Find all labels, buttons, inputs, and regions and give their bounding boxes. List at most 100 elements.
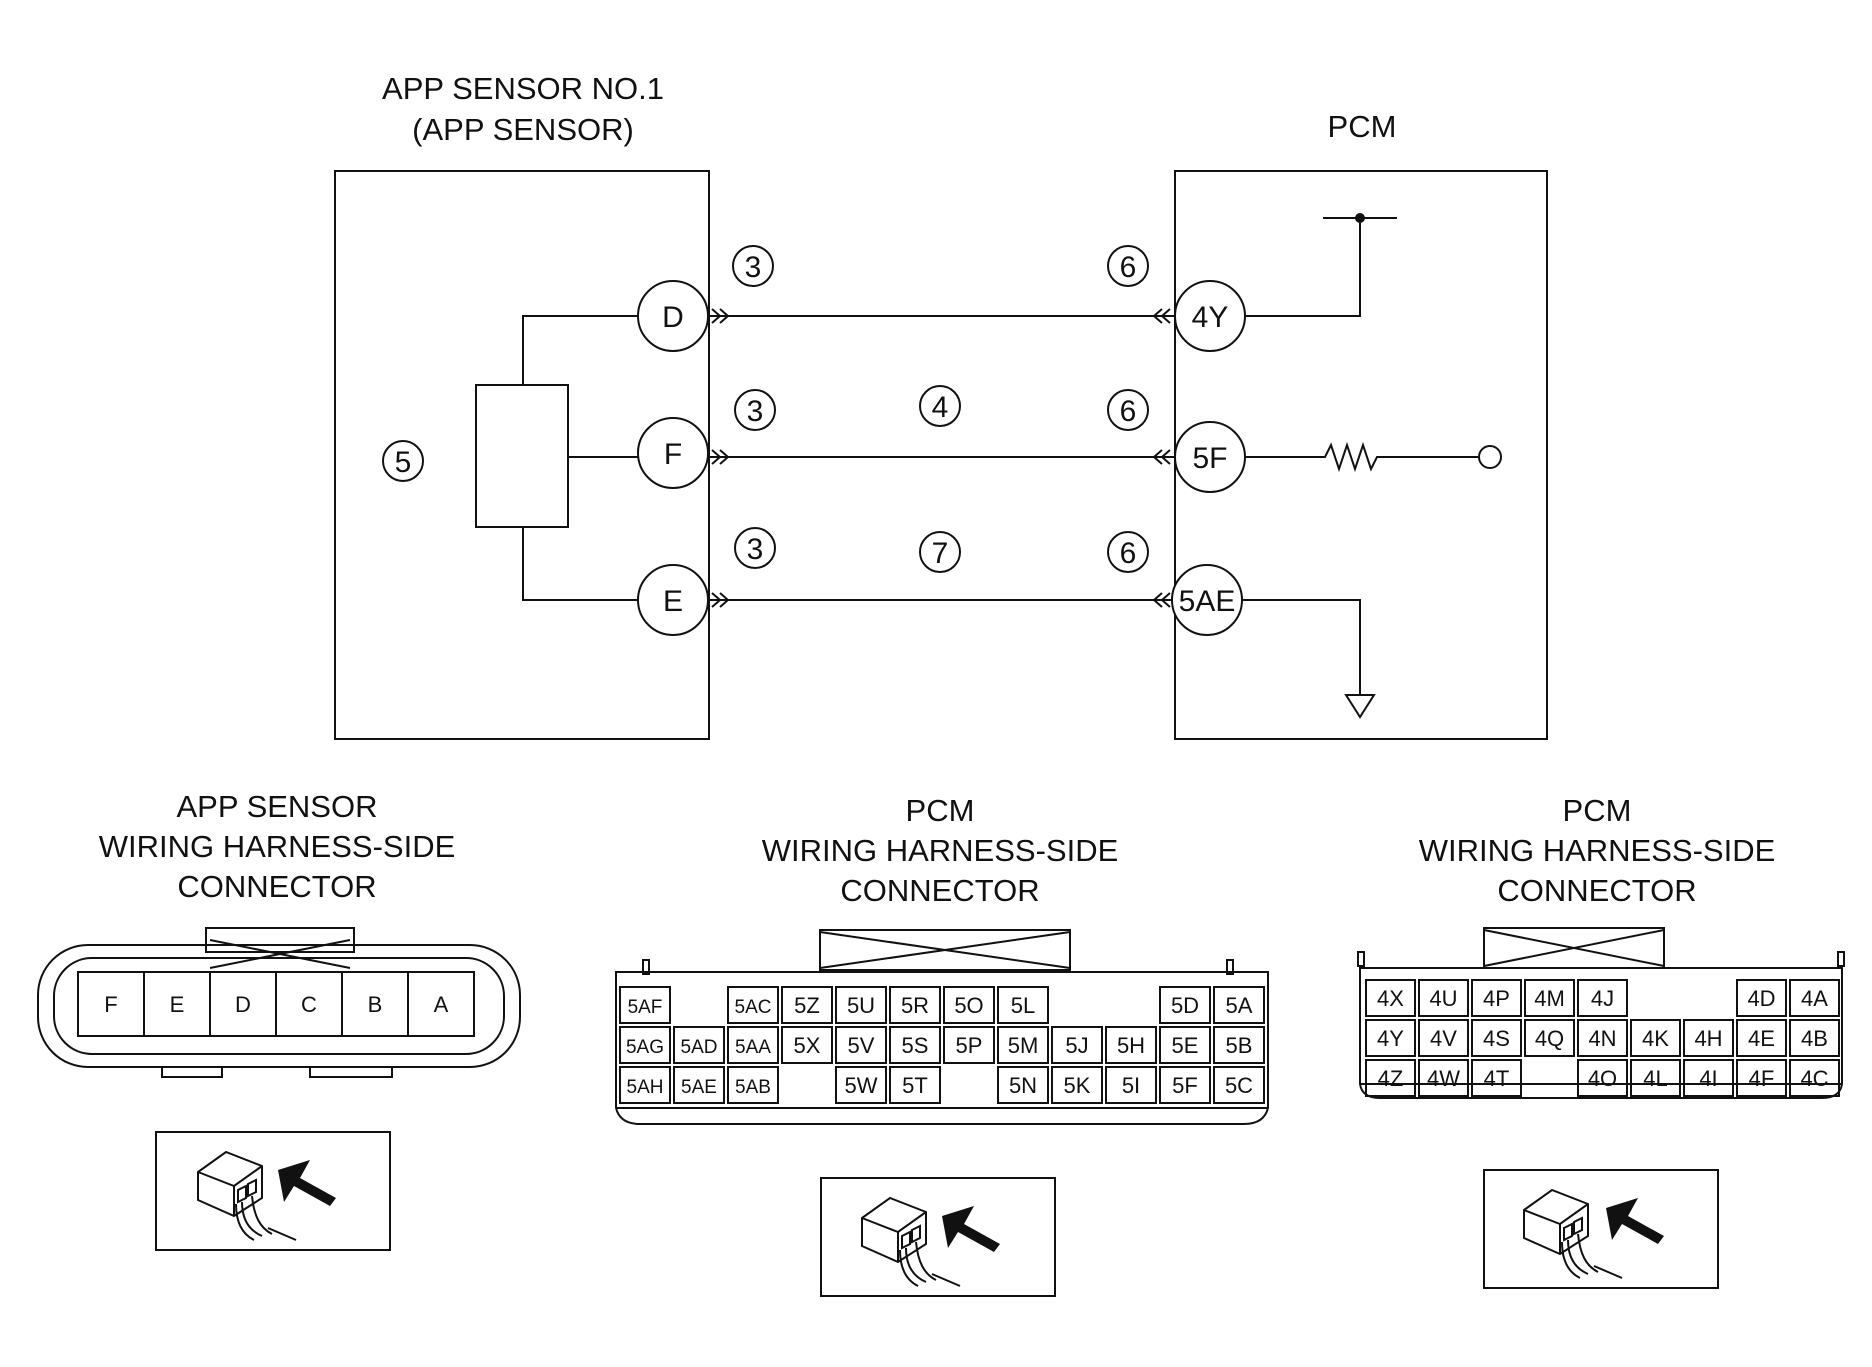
pcm5-pin-cell [727, 1026, 779, 1064]
pcm5-pin-label: 5AF [628, 997, 663, 1018]
pcm4-pin-cell [1365, 1019, 1416, 1057]
callout-wire-d-sensor: 3 [745, 251, 762, 284]
pcm5-connector-title-2: WIRING HARNESS-SIDE [762, 833, 1119, 868]
pcm5-pin-label: 5B [1226, 1033, 1253, 1058]
pcm4-pin-cell [1577, 979, 1628, 1017]
pcm5-pin-label: 5AA [735, 1037, 771, 1058]
callout-wire-e-sensor: 3 [747, 533, 764, 566]
pcm4-pin-label: 4O [1588, 1066, 1617, 1091]
pcm4-pin-cell [1365, 1059, 1416, 1097]
pcm4-pin-label: 4Z [1378, 1066, 1404, 1091]
pcm5-pin-label: 5AH [627, 1077, 664, 1098]
pcm5-pin-cell [1051, 1026, 1103, 1064]
pcm5-pin-label: 5C [1225, 1073, 1253, 1098]
pcm4-pin-label: 4X [1377, 986, 1404, 1011]
sensor-pin-e [637, 564, 709, 636]
pcm4-pin-cell [1418, 1019, 1469, 1057]
pcm5-pin-label: 5V [848, 1033, 875, 1058]
pcm4-pin-cell [1418, 979, 1469, 1017]
app-connector-title-1: APP SENSOR [176, 789, 377, 824]
pcm4-pin-label: 4H [1694, 1026, 1722, 1051]
pcm5-pin-label: 5K [1064, 1073, 1091, 1098]
pcm5-pin-cell [889, 1026, 941, 1064]
arrow-icon [278, 1160, 336, 1206]
pcm5-connector-title-3: CONNECTOR [840, 873, 1039, 908]
pcm4-pin-cell [1365, 979, 1416, 1017]
app-pin-cell [407, 971, 475, 1037]
callout-sensor-number: 5 [395, 446, 412, 479]
arrow-icon [1606, 1198, 1664, 1244]
pcm4-pin-cell [1736, 979, 1787, 1017]
pcm5-pin-cell [835, 1066, 887, 1104]
pcm4-pin-cell [1683, 1059, 1734, 1097]
callout-wire-d-pcm: 6 [1120, 251, 1137, 284]
pcm4-pin-cell [1471, 979, 1522, 1017]
pcm5-pin-cell [619, 986, 671, 1024]
sensor-title: APP SENSOR NO.1 [382, 71, 664, 106]
pcm4-pin-label: 4E [1748, 1026, 1775, 1051]
pcm5-pin-label: 5M [1008, 1033, 1039, 1058]
pcm5-pin-label: 5E [1172, 1033, 1199, 1058]
pcm5-pin-cell [835, 1026, 887, 1064]
pcm5-pin-cell [997, 986, 1049, 1024]
pcm4-pin-label: 4S [1483, 1026, 1510, 1051]
pcm-title: PCM [1328, 109, 1397, 144]
pcm5-pin-label: 5AB [735, 1077, 771, 1098]
pcm4-pin-label: 4C [1800, 1066, 1828, 1091]
pcm5-pin-cell [1051, 1066, 1103, 1104]
pcm4-pin-label: 4U [1429, 986, 1457, 1011]
view-direction-box-app [155, 1131, 391, 1251]
pcm-pin-5f-label: 5F [1192, 442, 1227, 475]
pcm5-pin-cell [781, 1026, 833, 1064]
pcm4-pin-cell [1524, 979, 1575, 1017]
pcm5-pin-cell [1159, 1026, 1211, 1064]
pcm5-pin-label: 5W [845, 1073, 878, 1098]
connector-plug-icon [1523, 1188, 1623, 1279]
pcm4-pin-cell [1577, 1019, 1628, 1057]
pcm4-pin-cell [1471, 1019, 1522, 1057]
pcm4-pin-label: 4Q [1535, 1026, 1564, 1051]
pcm4-pin-cell [1577, 1059, 1628, 1097]
pcm5-pin-label: 5O [954, 993, 983, 1018]
pcm4-pin-cell [1789, 979, 1840, 1017]
pcm5-pin-label: 5AD [681, 1037, 718, 1058]
pcm4-pin-label: 4I [1699, 1066, 1717, 1091]
sensor-pin-f-label: F [664, 438, 682, 471]
pcm5-pin-label: 5R [901, 993, 929, 1018]
pcm5-pin-label: 5I [1122, 1073, 1140, 1098]
app-pin-label: E [170, 992, 185, 1017]
pcm4-pin-label: 4J [1591, 986, 1614, 1011]
pcm5-pin-cell [943, 986, 995, 1024]
callout-wire-f-pcm: 6 [1120, 395, 1137, 428]
resistor-icon [1245, 441, 1502, 473]
pcm4-pin-label: 4M [1534, 986, 1565, 1011]
pcm5-pin-label: 5L [1011, 993, 1035, 1018]
pcm4-pin-label: 4A [1801, 986, 1828, 1011]
app-pin-label: C [301, 992, 317, 1017]
pcm5-pin-cell [673, 1066, 725, 1104]
pcm4-pin-label: 4V [1430, 1026, 1457, 1051]
pcm5-pin-cell [1105, 1026, 1157, 1064]
ground-icon [1242, 599, 1376, 719]
connector-plug-icon [861, 1196, 961, 1287]
app-pin-label: F [104, 992, 117, 1017]
sensor-pin-d [637, 280, 709, 352]
pcm5-pin-label: 5A [1226, 993, 1253, 1018]
pcm4-connector-title-1: PCM [1563, 793, 1632, 828]
pcm4-pin-cell [1524, 1019, 1575, 1057]
pcm4-pin-label: 4D [1747, 986, 1775, 1011]
arrow-icon [942, 1206, 1000, 1252]
sensor-internal-wire-e [522, 527, 640, 601]
pcm5-pin-label: 5AG [626, 1037, 664, 1058]
pcm4-connector-title-2: WIRING HARNESS-SIDE [1419, 833, 1776, 868]
pcm5-pin-cell [781, 986, 833, 1024]
pcm5-pin-label: 5N [1009, 1073, 1037, 1098]
pcm5-pin-cell [673, 1026, 725, 1064]
pcm4-pin-label: 4P [1483, 986, 1510, 1011]
pcm5-pin-label: 5J [1065, 1033, 1088, 1058]
app-pin-label: D [235, 992, 251, 1017]
callout-wire-f-mid: 4 [932, 391, 949, 424]
sensor-subtitle: (APP SENSOR) [412, 112, 634, 147]
